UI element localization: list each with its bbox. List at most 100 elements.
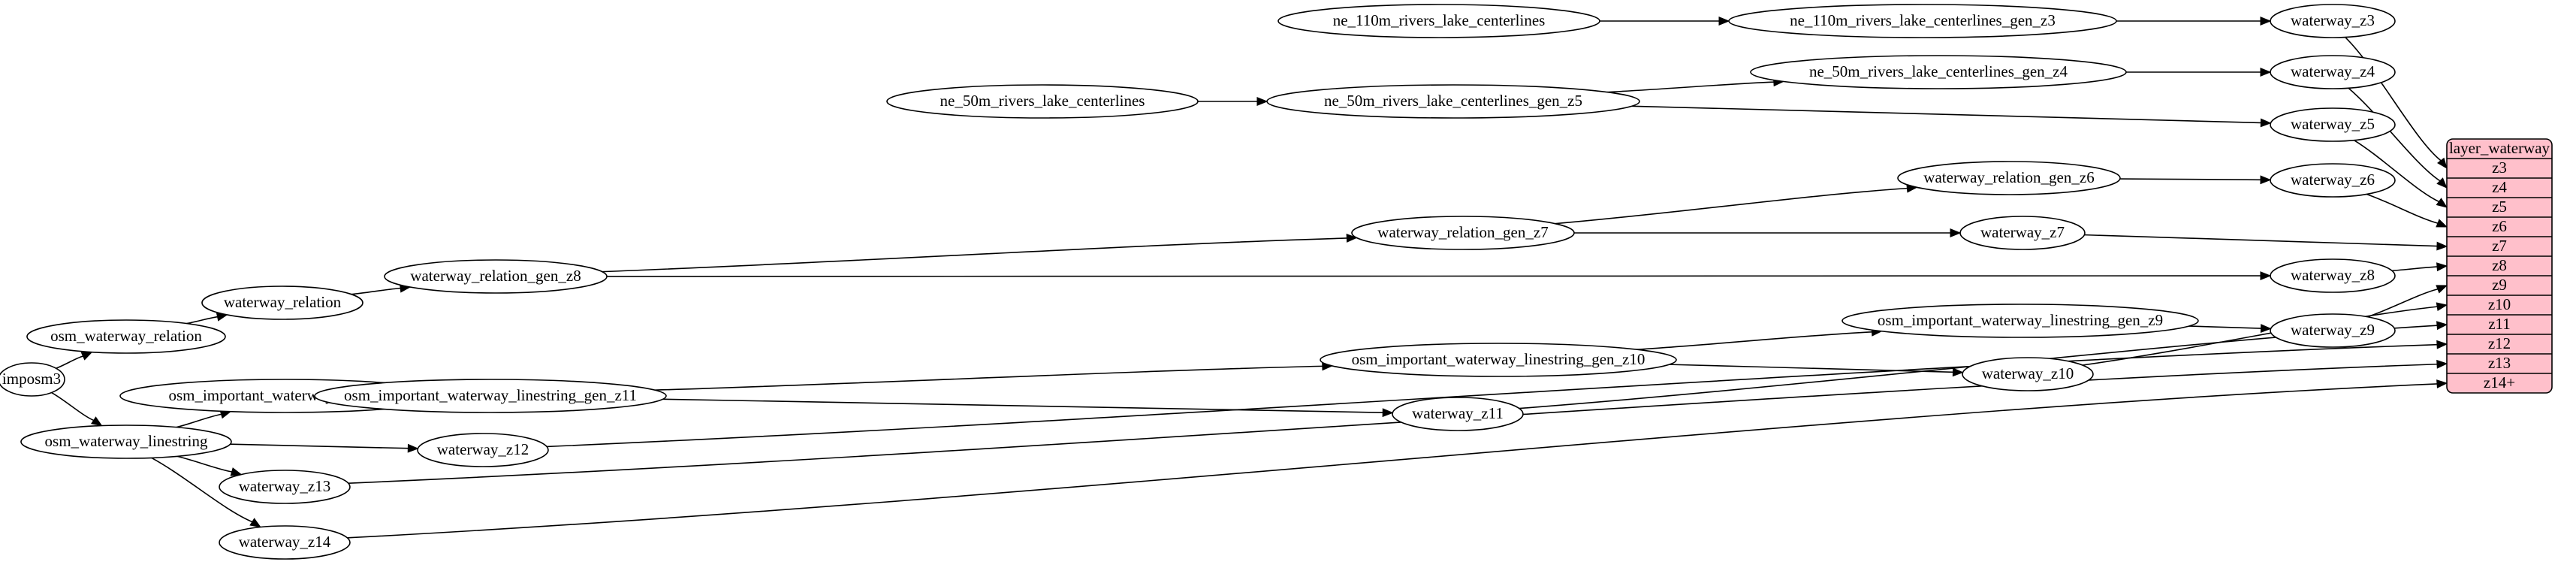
graph-node-ne_110m_rivers_lake_centerlines[interactable]: ne_110m_rivers_lake_centerlines xyxy=(1277,4,1600,38)
graph-edge-osm_waterway_linestring--to--osm_important_waterway_linestring xyxy=(176,409,232,428)
record-row-z14+[interactable]: z14+ xyxy=(2484,373,2515,391)
record-row-z9[interactable]: z9 xyxy=(2492,276,2507,294)
graph-node-ne_50m_rivers_lake_centerlines_gen_z4[interactable]: ne_50m_rivers_lake_centerlines_gen_z4 xyxy=(1750,55,2127,89)
graph-edge-ne_50m_rivers_lake_centerlines_gen_z5--to--ne_50m_rivers_lake_centerlines_gen_z4 xyxy=(1606,77,1785,93)
node-label: osm_important_waterway_linestring_gen_z1… xyxy=(1352,350,1645,368)
graph-edge-osm_important_waterway_linestring_gen_z10--to--waterway_z10 xyxy=(1669,364,1964,377)
record-row-z8[interactable]: z8 xyxy=(2492,256,2507,274)
record-row-z5[interactable]: z5 xyxy=(2492,198,2507,216)
graph-node-waterway_relation[interactable]: waterway_relation xyxy=(201,286,363,320)
node-label: waterway_z10 xyxy=(1982,364,2074,382)
graph-node-waterway_relation_gen_z6[interactable]: waterway_relation_gen_z6 xyxy=(1897,161,2121,195)
edges-layer xyxy=(51,17,2448,539)
graph-node-osm_waterway_relation[interactable]: osm_waterway_relation xyxy=(26,319,226,354)
graph-edge-ne_50m_rivers_lake_centerlines_gen_z4--to--waterway_z4 xyxy=(2126,68,2272,77)
node-label: waterway_z7 xyxy=(1980,223,2065,241)
graph-edge-waterway_z12--to--layer_waterway-z12 xyxy=(547,340,2448,448)
node-label: ne_50m_rivers_lake_centerlines xyxy=(940,92,1145,110)
graph-edge-waterway_z9--to--layer_waterway-z9 xyxy=(2367,285,2448,318)
node-label: osm_waterway_relation xyxy=(50,327,202,345)
node-label: waterway_z12 xyxy=(437,440,529,458)
graph-edge-osm_important_waterway_linestring_gen_z10--to--osm_important_waterway_linestring_gen_z9 xyxy=(1636,327,1883,350)
nodes-layer: imposm3 osm_waterway_relation osm_waterway… xyxy=(0,4,2396,560)
node-label: osm_waterway_linestring xyxy=(45,432,208,450)
node-label: osm_important_waterway_linestring_gen_z1… xyxy=(344,386,637,404)
graph-node-osm_waterway_linestring[interactable]: osm_waterway_linestring xyxy=(20,425,232,459)
graph-node-waterway_z10[interactable]: waterway_z10 xyxy=(1962,357,2094,391)
record-header: layer_waterway xyxy=(2449,139,2550,157)
graph-edge-waterway_z4--to--layer_waterway-z4 xyxy=(2348,87,2448,189)
node-label: waterway_z5 xyxy=(2291,115,2375,133)
graph-node-ne_50m_rivers_lake_centerlines_gen_z5[interactable]: ne_50m_rivers_lake_centerlines_gen_z5 xyxy=(1266,84,1640,119)
graph-node-waterway_z14[interactable]: waterway_z14 xyxy=(219,525,351,560)
graph-node-waterway_z8[interactable]: waterway_z8 xyxy=(2270,258,2396,293)
graph-node-waterway_relation_gen_z7[interactable]: waterway_relation_gen_z7 xyxy=(1351,216,1575,250)
graph-edge-osm_waterway_linestring--to--waterway_z14 xyxy=(151,457,261,528)
node-label: waterway_z14 xyxy=(239,533,331,551)
node-label: waterway_z13 xyxy=(239,477,330,495)
graph-node-imposm3[interactable]: imposm3 xyxy=(0,362,65,397)
node-label: ne_110m_rivers_lake_centerlines_gen_z3 xyxy=(1790,11,2056,29)
node-label: osm_important_waterway_linestring_gen_z9 xyxy=(1878,311,2163,329)
graph-node-waterway_z11[interactable]: waterway_z11 xyxy=(1392,397,1524,431)
graph-node-waterway_z13[interactable]: waterway_z13 xyxy=(219,470,351,504)
graph-node-osm_important_waterway_linestring_gen_z9[interactable]: osm_important_waterway_linestring_gen_z9 xyxy=(1842,304,2199,338)
record-row-z10[interactable]: z10 xyxy=(2488,295,2511,313)
graph-edge-waterway_z3--to--layer_waterway-z3 xyxy=(2345,36,2448,170)
graph-edge-waterway_z6--to--layer_waterway-z6 xyxy=(2366,193,2448,228)
graph-node-waterway_z7[interactable]: waterway_z7 xyxy=(1959,216,2086,250)
node-label: ne_50m_rivers_lake_centerlines_gen_z4 xyxy=(1809,62,2068,80)
graph-edge-osm_waterway_linestring--to--waterway_z12 xyxy=(230,443,419,453)
node-label: waterway_relation_gen_z7 xyxy=(1377,223,1548,241)
node-label: ne_110m_rivers_lake_centerlines xyxy=(1333,11,1546,29)
record-row-z12[interactable]: z12 xyxy=(2488,334,2511,352)
graph-edge-osm_important_waterway_linestring_gen_z11--to--osm_important_waterway_linestring_gen_z10 xyxy=(654,361,1334,391)
graph-edge-osm_important_waterway_linestring_gen_z9--to--waterway_z9 xyxy=(2188,324,2272,333)
graph-edge-waterway_z8--to--layer_waterway-z8 xyxy=(2391,262,2448,272)
graph-node-waterway_z9[interactable]: waterway_z9 xyxy=(2270,313,2396,348)
graph-edge-waterway_z5--to--layer_waterway-z5 xyxy=(2354,139,2448,208)
graph-node-waterway_relation_gen_z8[interactable]: waterway_relation_gen_z8 xyxy=(384,259,608,294)
node-label: waterway_z6 xyxy=(2291,171,2375,189)
graph-edge-osm_waterway_relation--to--waterway_relation xyxy=(186,312,228,325)
graph-edge-waterway_relation_gen_z8--to--waterway_z8 xyxy=(606,271,2272,280)
graph-node-osm_important_waterway_linestring_gen_z11[interactable]: osm_important_waterway_linestring_gen_z1… xyxy=(314,379,667,413)
graph-node-ne_110m_rivers_lake_centerlines_gen_z3[interactable]: ne_110m_rivers_lake_centerlines_gen_z3 xyxy=(1728,4,2117,38)
node-label: waterway_z8 xyxy=(2291,266,2375,284)
graph-edge-waterway_z14--to--layer_waterway-z14+ xyxy=(347,379,2448,539)
node-label: waterway_z9 xyxy=(2291,321,2375,339)
graph-node-waterway_z5[interactable]: waterway_z5 xyxy=(2270,107,2396,142)
node-label: waterway_z11 xyxy=(1412,404,1504,422)
record-row-z13[interactable]: z13 xyxy=(2488,354,2511,372)
record-row-z4[interactable]: z4 xyxy=(2492,178,2507,196)
graph-edge-imposm3--to--osm_waterway_linestring xyxy=(51,391,103,427)
graph-edge-waterway_relation_gen_z8--to--waterway_relation_gen_z7 xyxy=(602,234,1358,273)
graph-edge-waterway_relation_gen_z7--to--waterway_z7 xyxy=(1574,228,1962,237)
graph-edge-waterway_z7--to--layer_waterway-z7 xyxy=(2084,234,2448,251)
graph-edge-waterway_z13--to--layer_waterway-z13 xyxy=(348,359,2448,484)
graph-node-waterway_z12[interactable]: waterway_z12 xyxy=(417,433,549,467)
graph-edge-osm_important_waterway_linestring_gen_z11--to--waterway_z11 xyxy=(662,398,1394,418)
graph-node-waterway_z3[interactable]: waterway_z3 xyxy=(2270,4,2396,38)
graph-edge-ne_110m_rivers_lake_centerlines--to--ne_110m_rivers_lake_centerlines_gen_z3 xyxy=(1600,17,1730,26)
node-label: waterway_z3 xyxy=(2291,11,2375,29)
graph-edge-osm_waterway_linestring--to--waterway_z13 xyxy=(176,455,243,476)
record-row-z7[interactable]: z7 xyxy=(2492,237,2507,255)
graph-node-waterway_z4[interactable]: waterway_z4 xyxy=(2270,55,2396,89)
graph-edge-ne_50m_rivers_lake_centerlines--to--ne_50m_rivers_lake_centerlines_gen_z5 xyxy=(1198,97,1268,106)
record-row-z6[interactable]: z6 xyxy=(2492,217,2507,235)
graph-node-osm_important_waterway_linestring_gen_z10[interactable]: osm_important_waterway_linestring_gen_z1… xyxy=(1320,343,1677,377)
graph-edge-imposm3--to--osm_waterway_relation xyxy=(56,352,93,369)
record-row-z3[interactable]: z3 xyxy=(2492,159,2507,177)
graph-node-ne_50m_rivers_lake_centerlines[interactable]: ne_50m_rivers_lake_centerlines xyxy=(886,84,1199,119)
graph-node-waterway_z6[interactable]: waterway_z6 xyxy=(2270,163,2396,198)
node-label: waterway_relation xyxy=(224,293,342,311)
node-label: waterway_relation_gen_z8 xyxy=(410,267,581,285)
graph-edge-ne_110m_rivers_lake_centerlines_gen_z3--to--waterway_z3 xyxy=(2116,17,2272,26)
record-row-z11[interactable]: z11 xyxy=(2488,315,2511,333)
graph-edge-ne_50m_rivers_lake_centerlines_gen_z5--to--waterway_z5 xyxy=(1631,105,2272,128)
